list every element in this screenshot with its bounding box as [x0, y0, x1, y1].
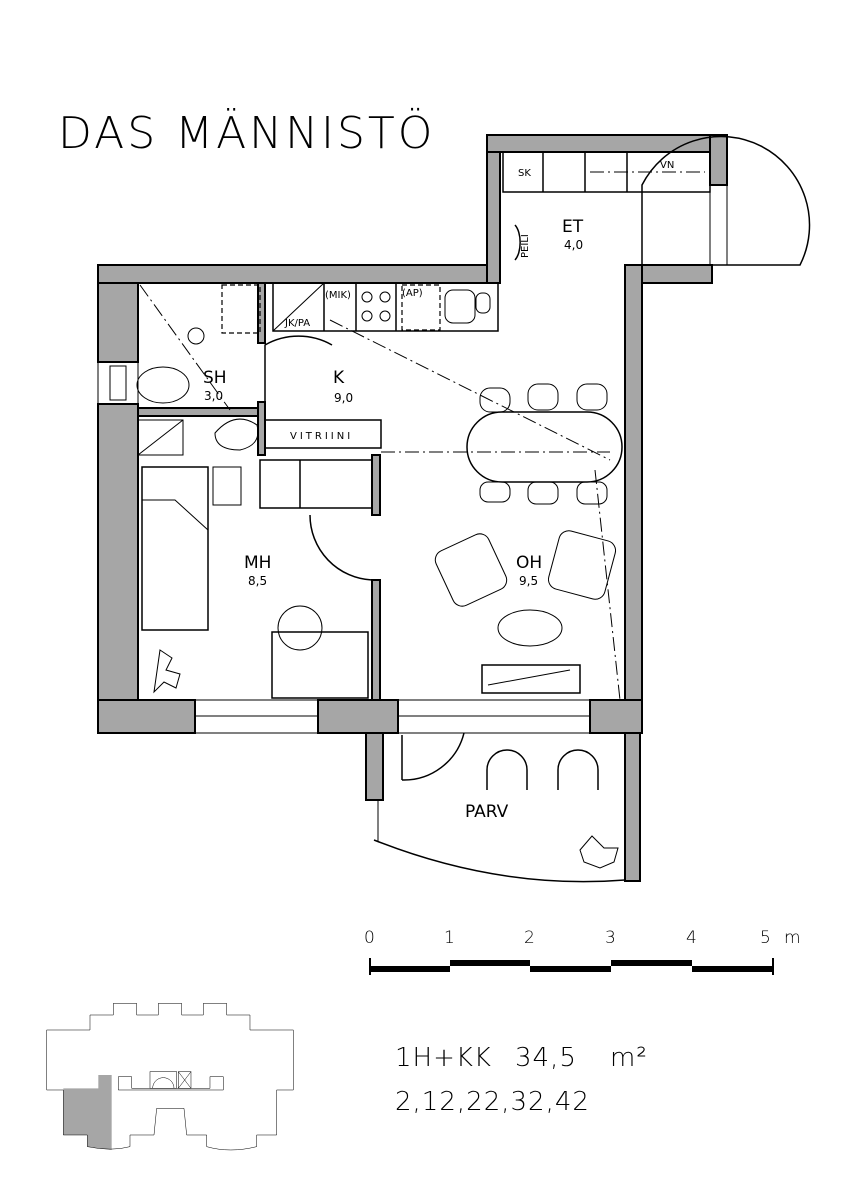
label-jkpa: JK/PA: [284, 318, 310, 329]
label-ap: (AP): [402, 288, 423, 299]
label-vn: VN: [660, 160, 674, 171]
apartment-type: 1H+KK: [395, 1043, 492, 1073]
apartment-area: 34,5: [515, 1043, 577, 1073]
label-sk: SK: [518, 168, 531, 179]
svg-text:m: m: [784, 928, 801, 948]
bedroom-furniture: [141, 459, 373, 699]
svg-text:4: 4: [686, 928, 697, 948]
plan-title: DAS MÄNNISTÖ: [58, 107, 435, 159]
svg-text:3: 3: [605, 928, 616, 948]
balcony-edge: [373, 839, 626, 883]
doors: [264, 135, 811, 781]
room-parv-label: PARV: [465, 802, 509, 822]
svg-text:2: 2: [524, 928, 535, 948]
apartment-info: 1H+KK 34,5 m² 2,12,22,32,42: [395, 1043, 648, 1117]
walls: [97, 134, 728, 882]
room-oh-area: 9,5: [519, 574, 538, 588]
room-mh-area: 8,5: [248, 574, 267, 588]
scale-bar: 0 1 2 3 4 5 m: [364, 928, 801, 975]
room-mh-label: MH: [244, 553, 271, 573]
apartment-numbers: 2,12,22,32,42: [395, 1087, 590, 1117]
bathroom-fixtures: [136, 284, 261, 456]
dining-table: [466, 383, 623, 505]
room-k-label: K: [333, 368, 345, 388]
room-et-label: ET: [562, 217, 584, 237]
svg-text:0: 0: [364, 928, 375, 948]
windows: [97, 184, 728, 734]
balcony-furniture: [486, 749, 619, 869]
kitchen-counter: (MIK) (AP) JK/PA: [272, 282, 499, 332]
room-sh-label: SH: [203, 368, 227, 388]
room-oh-label: OH: [516, 553, 542, 573]
vitrine: [264, 419, 382, 449]
room-labels: ET 4,0 SH 3,0 K 9,0 MH 8,5 OH 9,5 PARV: [203, 217, 584, 822]
svg-text:1: 1: [444, 928, 455, 948]
room-et-area: 4,0: [564, 238, 583, 252]
room-sh-area: 3,0: [204, 389, 223, 403]
apartment-area-unit: m²: [610, 1043, 648, 1073]
key-plan: [46, 1003, 294, 1151]
room-k-area: 9,0: [334, 391, 353, 405]
label-vitriini: VITRIINI: [290, 431, 353, 442]
living-furniture: [434, 530, 617, 694]
label-peili: PEILI: [520, 234, 531, 258]
label-mik: (MIK): [325, 290, 351, 301]
svg-text:5: 5: [760, 928, 771, 948]
entry-storage: SK VN PEILI: [502, 151, 711, 258]
